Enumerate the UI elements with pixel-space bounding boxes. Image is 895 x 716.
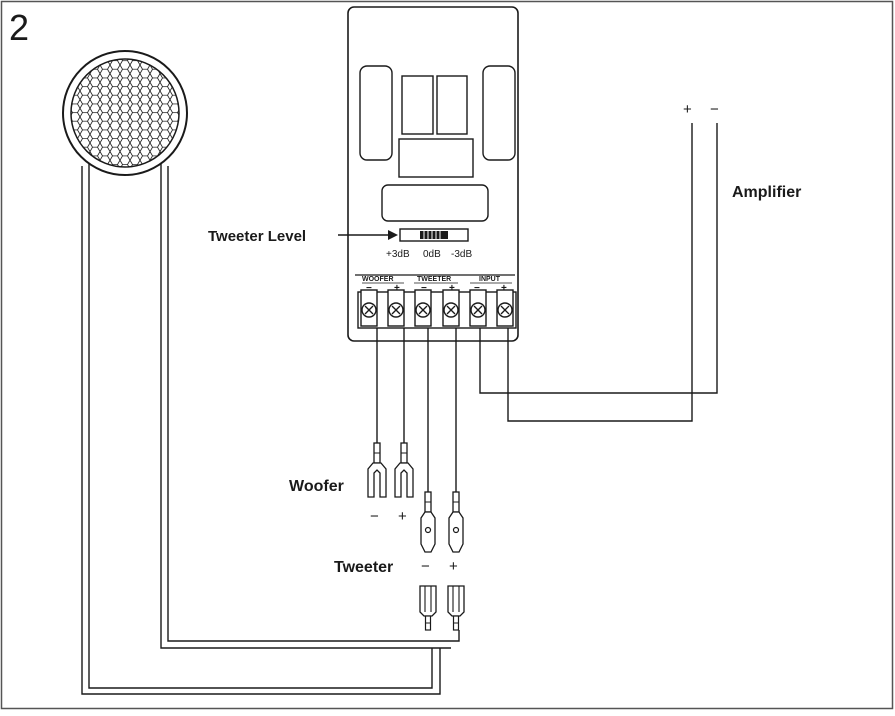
screw-terminal-icon[interactable]: [360, 289, 378, 327]
tweeter-plug-icon[interactable]: [420, 491, 436, 553]
level-setting-0: 0dB: [423, 249, 441, 260]
tweeter-minus: −: [421, 558, 430, 575]
terminal-polarity: −: [366, 283, 372, 294]
tweeter-plus: +: [449, 558, 458, 575]
tweeter-female-plug-icon[interactable]: [447, 585, 465, 631]
woofer-spade-connector-icon[interactable]: [367, 442, 387, 498]
amplifier-label: Amplifier: [732, 184, 801, 201]
terminal-polarity: +: [501, 283, 507, 294]
amplifier-minus: −: [710, 101, 719, 118]
tweeter-label: Tweeter: [334, 559, 393, 576]
screw-terminal-icon[interactable]: [469, 289, 487, 327]
woofer-speaker-icon: [62, 50, 188, 176]
tweeter-plug-icon[interactable]: [448, 491, 464, 553]
terminal-group-woofer: WOOFER: [362, 276, 394, 283]
woofer-wires: [81, 164, 460, 695]
tweeter-level-label: Tweeter Level: [208, 228, 306, 245]
terminal-polarity: +: [394, 283, 400, 294]
figure-number: 2: [9, 7, 29, 48]
woofer-spade-connector-icon[interactable]: [394, 442, 414, 498]
terminal-block: [357, 289, 517, 329]
terminal-wires: [376, 123, 718, 492]
screw-terminal-icon[interactable]: [496, 289, 514, 327]
terminal-group-tweeter: TWEETER: [417, 276, 451, 283]
terminal-polarity: −: [421, 283, 427, 294]
tweeter-female-plug-icon[interactable]: [419, 585, 437, 631]
terminal-group-input: INPUT: [479, 276, 501, 283]
woofer-minus: −: [370, 508, 379, 525]
screw-terminal-icon[interactable]: [387, 289, 405, 327]
screw-terminal-icon[interactable]: [414, 289, 432, 327]
woofer-plus: +: [398, 508, 407, 525]
crossover-unit: [347, 6, 519, 342]
terminal-polarity: −: [474, 283, 480, 294]
arrow-icon: [388, 230, 398, 240]
woofer-label: Woofer: [289, 478, 344, 495]
screw-terminal-icon[interactable]: [442, 289, 460, 327]
terminal-polarity: +: [449, 283, 455, 294]
level-setting-minus3: -3dB: [451, 249, 472, 260]
level-setting-plus3: +3dB: [386, 249, 410, 260]
amplifier-plus: +: [683, 101, 692, 118]
tweeter-level-switch[interactable]: [399, 228, 469, 242]
